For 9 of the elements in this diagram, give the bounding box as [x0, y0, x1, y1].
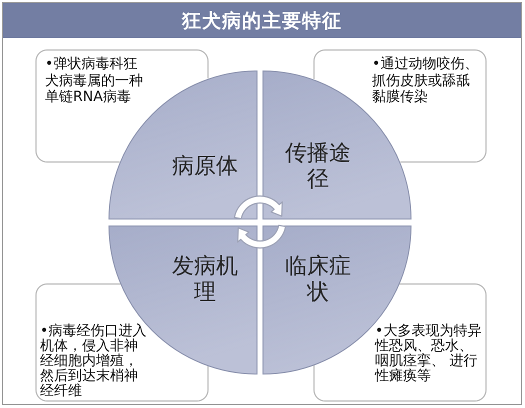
description-text: •弹状病毒科狂犬病毒属的一种单链RNA病毒 — [45, 56, 144, 106]
quadrant-label: 病原体 — [171, 154, 239, 180]
quadrant-label: 临床症状 — [284, 254, 352, 306]
description-text: •大多表现为特异性恐风、恐水、咽肌痉挛、 进行性瘫痪等 — [375, 324, 482, 384]
description-text: •通过动物咬伤、抓伤皮肤或舔舐黏膜传染 — [372, 56, 480, 106]
description-text: •病毒经伤口进入机体，侵入非神经细胞内增殖，然后到达末梢神经纤维 — [40, 324, 148, 399]
quadrant-label: 发病机理 — [171, 254, 239, 306]
quadrant-label: 传播途径 — [284, 140, 352, 192]
diagram-title: 狂犬病的主要特征 — [182, 10, 342, 32]
